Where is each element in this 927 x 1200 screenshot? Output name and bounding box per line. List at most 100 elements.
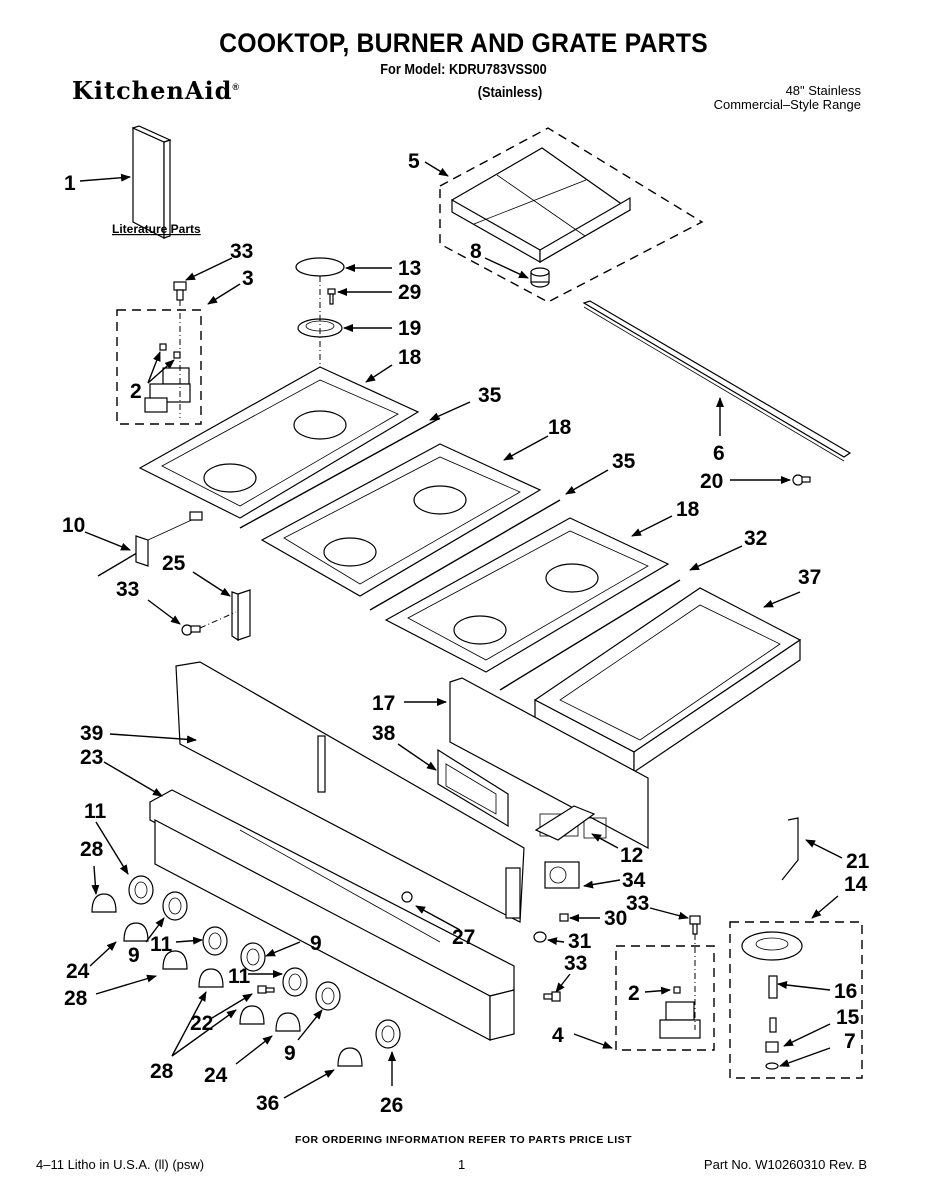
callout-14: 14 <box>844 873 868 896</box>
bezel-9-a <box>162 891 188 921</box>
registered-mark: ® <box>232 82 241 92</box>
bezel-9-c <box>315 981 341 1011</box>
burner-tray-right <box>384 517 670 673</box>
literature-parts-label: Literature Parts <box>112 222 201 236</box>
screw-29 <box>327 288 336 305</box>
callout-10: 10 <box>62 514 85 537</box>
seal-strip-32 <box>499 579 681 691</box>
bezel-11-b <box>202 926 228 956</box>
knob-24-a <box>123 922 149 942</box>
product-line-1: 48" Stainless <box>785 83 861 98</box>
seal-strip-35a <box>239 417 441 529</box>
bracket <box>534 805 596 841</box>
spark-module <box>544 861 580 889</box>
bezel-9-b <box>240 942 266 972</box>
callout-27: 27 <box>452 926 475 949</box>
orifice-2c <box>673 986 681 994</box>
callout-20: 20 <box>700 470 723 493</box>
callout-26: 26 <box>380 1094 403 1117</box>
valve-assembly-box-lower <box>615 945 715 1051</box>
callout-28: 28 <box>150 1060 174 1083</box>
callout-17: 17 <box>372 692 395 715</box>
screw-33-right <box>543 991 561 1002</box>
igniter-electrode <box>97 511 203 577</box>
callout-33: 33 <box>116 578 139 601</box>
callout-35: 35 <box>478 384 502 407</box>
litho-info: 4–11 Litho in U.S.A. (ll) (psw) <box>36 1157 205 1172</box>
brand-logo: KitchenAid® <box>72 76 240 105</box>
callout-23: 23 <box>80 746 103 769</box>
page-number: 1 <box>458 1157 466 1172</box>
callout-4: 4 <box>552 1024 564 1047</box>
callout-29: 29 <box>398 281 421 304</box>
burner-assembly-box <box>729 921 863 1079</box>
valve-assembly-lower <box>659 1001 701 1039</box>
valve-assembly-box <box>116 309 202 425</box>
burner-cap <box>295 257 345 277</box>
brand-name: KitchenAid <box>72 76 233 105</box>
screw-33-top <box>173 281 187 301</box>
callout-35: 35 <box>612 450 636 473</box>
screw-20 <box>792 474 811 486</box>
literature-booklet <box>131 125 172 239</box>
screw-22 <box>257 985 275 994</box>
callout-30: 30 <box>604 907 627 930</box>
knob-36 <box>337 1047 363 1067</box>
callout-6: 6 <box>713 442 725 465</box>
trim-rail <box>582 300 852 462</box>
callout-12: 12 <box>620 844 643 867</box>
callout-19: 19 <box>398 317 421 340</box>
callout-24: 24 <box>66 960 90 983</box>
orifice-2b <box>173 351 181 359</box>
callout-21: 21 <box>846 850 870 873</box>
rear-panel <box>175 661 525 923</box>
finish-label: (Stainless) <box>477 84 543 101</box>
burner-tray-left <box>138 366 420 519</box>
light-switch-27 <box>401 891 413 903</box>
manifold-panel <box>149 789 515 1041</box>
burner-grate <box>450 147 632 264</box>
callout-1: 1 <box>64 172 76 195</box>
callout-9: 9 <box>128 944 140 967</box>
callout-33: 33 <box>626 892 649 915</box>
callout-2: 2 <box>628 982 640 1005</box>
display-board <box>437 748 509 828</box>
knob-24-b <box>239 1005 265 1025</box>
bracket-21 <box>781 817 799 881</box>
callout-39: 39 <box>80 722 103 745</box>
callout-8: 8 <box>470 240 482 263</box>
callout-37: 37 <box>798 566 821 589</box>
callout-7: 7 <box>844 1030 856 1053</box>
bezel-26 <box>375 1019 401 1049</box>
callout-18: 18 <box>676 498 700 521</box>
burner-orifice-16 <box>768 975 778 999</box>
callout-32: 32 <box>744 527 767 550</box>
valve-assembly <box>144 300 191 418</box>
callout-9: 9 <box>284 1042 296 1065</box>
leader-lines <box>79 161 843 1099</box>
knob-28-a <box>91 893 117 913</box>
callout-13: 13 <box>398 257 421 280</box>
callout-18: 18 <box>398 346 422 369</box>
callout-11: 11 <box>228 965 251 988</box>
switch-30 <box>559 913 569 922</box>
orifice-2a <box>159 343 167 351</box>
callout-18: 18 <box>548 416 572 439</box>
callout-5: 5 <box>408 150 420 173</box>
terminal-block <box>231 589 251 642</box>
callout-33: 33 <box>230 240 253 263</box>
knob-28-b <box>162 950 188 970</box>
screw-33-left <box>181 624 201 636</box>
callout-28: 28 <box>80 838 104 861</box>
product-line-2: Commercial–Style Range <box>713 97 861 112</box>
callout-9: 9 <box>310 932 322 955</box>
callout-36: 36 <box>256 1092 279 1115</box>
callout-3: 3 <box>242 267 254 290</box>
model-number: For Model: KDRU783VSS00 <box>380 61 547 78</box>
callout-15: 15 <box>836 1006 860 1029</box>
callout-38: 38 <box>372 722 396 745</box>
screw-33-lower <box>689 915 701 935</box>
page-title: COOKTOP, BURNER AND GRATE PARTS <box>219 28 708 58</box>
callout-11: 11 <box>150 933 173 956</box>
